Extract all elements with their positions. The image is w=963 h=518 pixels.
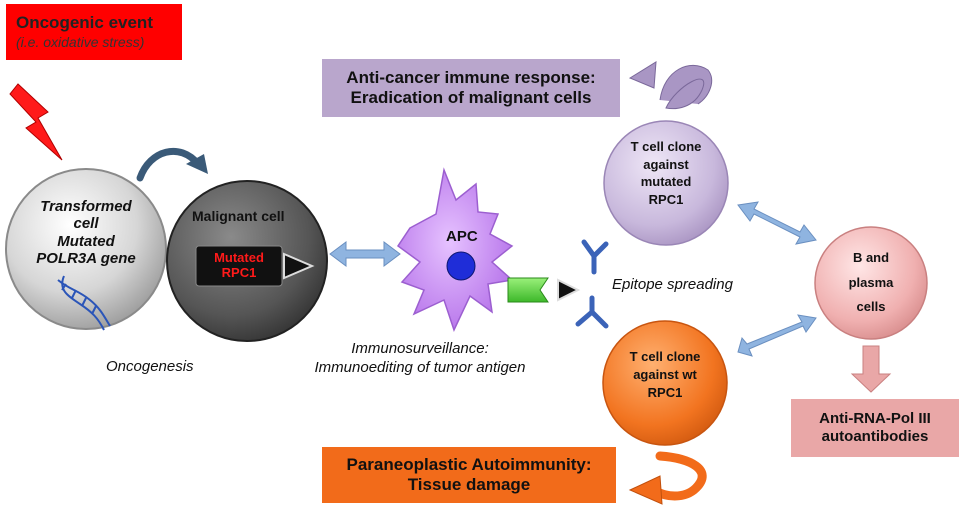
curved-arrow-icon: [136, 147, 202, 182]
transformed-cell: [5, 168, 167, 330]
double-arrow-tmut-bcell: [737, 201, 817, 245]
oncogenic-event-title: Oncogenic event: [16, 13, 153, 33]
tcell-wt-label: T cell clone against wt RPC1: [629, 349, 701, 401]
antigen-triangle-icon: [283, 252, 315, 280]
epitope-spreading-label: Epitope spreading: [612, 276, 733, 293]
autoantibodies-box: Anti-RNA-Pol III autoantibodies: [791, 399, 959, 457]
orange-curved-arrow-icon: [653, 451, 707, 501]
malignant-cell-label: Malignant cell: [192, 208, 285, 224]
mhc-icon: [507, 277, 549, 303]
tcr-upper-icon: [581, 239, 609, 275]
tcell-mutated-label: T cell clone against mutated RPC1: [630, 139, 702, 207]
immunosurveillance-label: Immunosurveillance: Immunoediting of tum…: [314, 340, 526, 376]
paraneoplastic-box: Paraneoplastic Autoimmunity: Tissue dama…: [322, 447, 616, 503]
tcr-lower-icon: [575, 295, 609, 329]
down-arrow-bcell-antibodies: [850, 345, 892, 393]
apc-label: APC: [446, 228, 478, 245]
purple-curved-arrow-icon: [659, 64, 713, 110]
dna-icon: [57, 275, 111, 331]
oncogenic-event-subtitle: (i.e. oxidative stress): [16, 33, 145, 50]
bcell-label: B and plasma cells: [848, 250, 894, 315]
anti-cancer-box: Anti-cancer immune response: Eradication…: [322, 59, 620, 117]
mutated-rpc1-label: Mutated RPC1: [214, 250, 264, 280]
apc-cell: [396, 167, 514, 333]
presented-antigen-icon: [557, 278, 581, 302]
oncogenesis-label: Oncogenesis: [106, 358, 194, 375]
tcell-mutated-circle: [603, 120, 729, 246]
transformed-cell-label: Transformed cell Mutated POLR3A gene: [36, 198, 136, 267]
apc-nucleus: [446, 251, 476, 281]
lightning-bolt-icon: [9, 83, 63, 161]
oncogenic-event-box: Oncogenic event (i.e. oxidative stress): [6, 4, 182, 60]
mutated-rpc1-tag: [195, 245, 283, 287]
double-arrow-malignant-apc: [329, 241, 401, 267]
double-arrow-twt-bcell: [737, 314, 817, 357]
bcell-circle: [814, 226, 928, 340]
tcell-wt-circle: [602, 320, 728, 446]
